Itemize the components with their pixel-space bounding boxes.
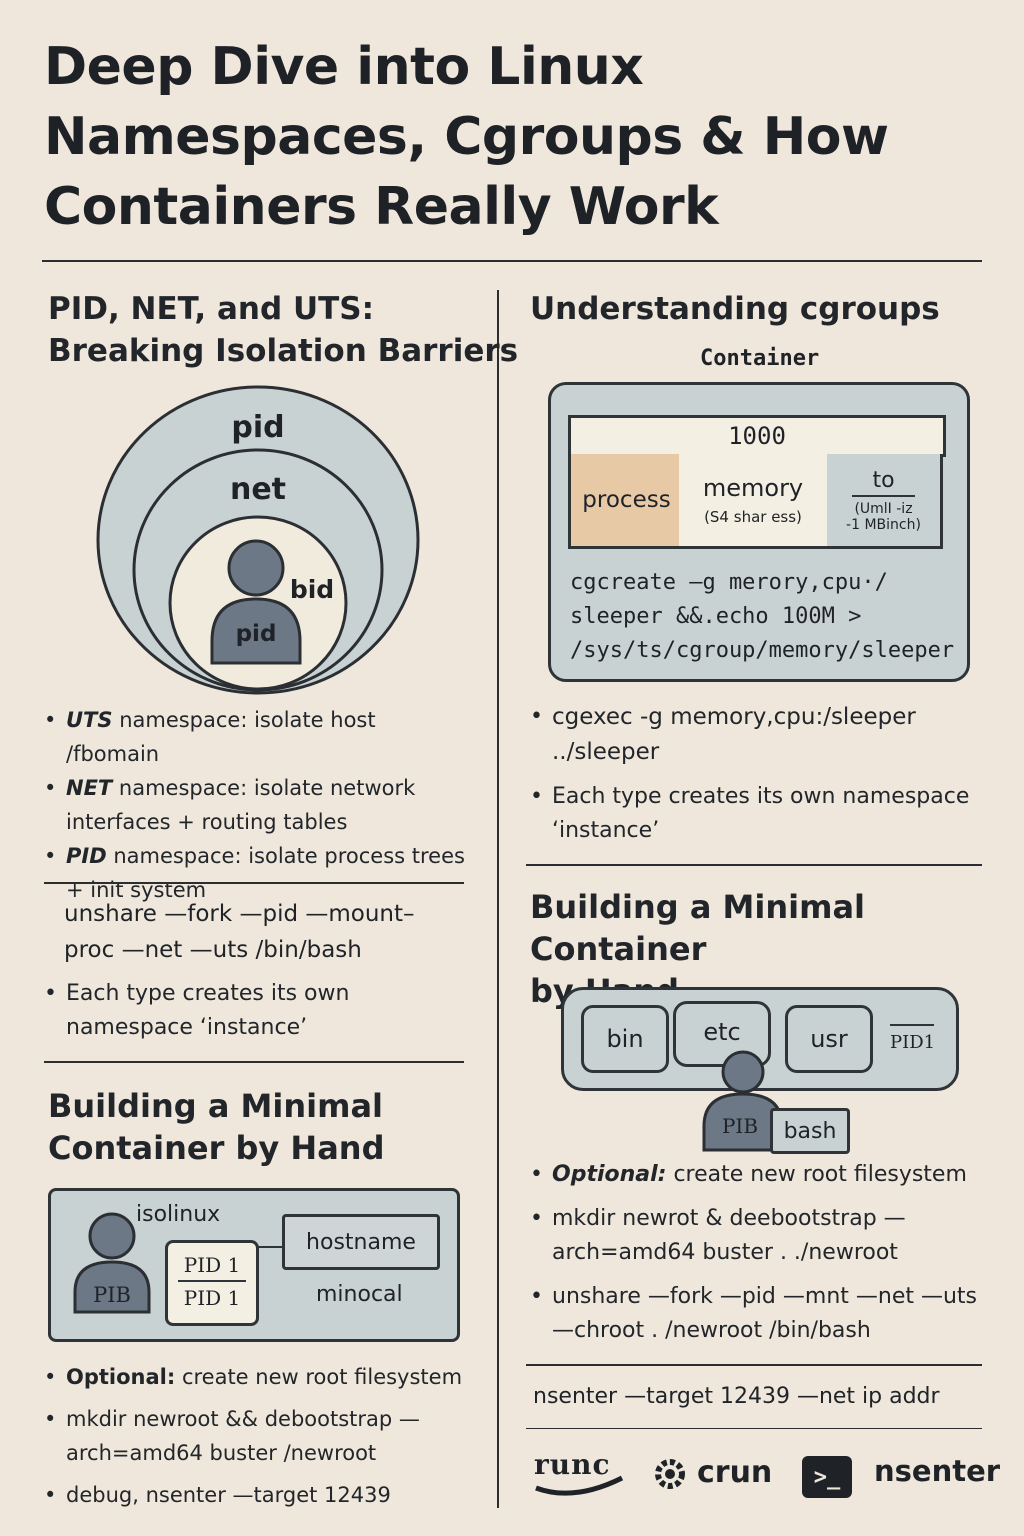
list-item: debug, nsenter —target 12439 xyxy=(44,1478,484,1512)
svg-text:PIB: PIB xyxy=(722,1114,758,1138)
pid-overline xyxy=(890,1024,934,1026)
list-item: Optional: create new root filesystem xyxy=(530,1158,980,1192)
memory-label: memory xyxy=(702,474,804,502)
cgcreate-code: cgcreate –g merory,cpu·/ sleeper &&.echo… xyxy=(570,566,960,668)
heading-line: PID, NET, and UTS: xyxy=(48,291,374,327)
list-item: Each type creates its own namespace ‘ins… xyxy=(530,780,970,848)
memory-cell: memory (S4 shar ess) xyxy=(679,454,830,549)
pid-top-label: PID 1 xyxy=(178,1253,246,1282)
code-line: sleeper &&.echo 100M > xyxy=(570,604,862,629)
label-person-pid: pid xyxy=(236,621,277,647)
label-pid: pid xyxy=(231,410,284,445)
page-title: Deep Dive into Linux Namespaces, Cgroups… xyxy=(44,37,889,237)
to-sub-label: (UmlI -iz xyxy=(854,500,913,517)
title-divider xyxy=(42,260,982,262)
namespace-note: Each type creates its own namespace ‘ins… xyxy=(44,977,474,1045)
nsenter-command: nsenter —target 12439 —net ip addr xyxy=(533,1384,940,1409)
pid-card: PID 1 PID 1 xyxy=(165,1240,259,1326)
list-item: Each type creates its own namespace ‘ins… xyxy=(44,977,474,1045)
crun-logo: crun xyxy=(697,1455,773,1490)
nsenter-logo: nsenter xyxy=(874,1454,1001,1488)
dir-usr: usr xyxy=(785,1005,873,1073)
right-minimal-container-bullets: Optional: create new root filesystem mkd… xyxy=(530,1158,980,1348)
isolinux-label: isolinux xyxy=(136,1202,221,1227)
heading-line: Breaking Isolation Barriers xyxy=(48,333,519,369)
section-heading-namespaces: PID, NET, and UTS: Breaking Isolation Ba… xyxy=(48,288,518,372)
terminal-icon: >_ xyxy=(802,1456,852,1498)
person-icon: PIB xyxy=(73,1212,151,1314)
unshare-command: unshare —fork —pid —mount–proc —net —uts… xyxy=(64,901,415,963)
list-item: mkdir newrot & deebootstrap — arch=amd64… xyxy=(530,1202,980,1270)
label-net: net xyxy=(230,472,286,507)
minimal-container-bullets: Optional: create new root filesystem mkd… xyxy=(44,1360,484,1512)
minocal-label: minocal xyxy=(316,1282,403,1307)
list-item: cgexec -g memory,cpu:/sleeper ../sleeper xyxy=(530,700,970,770)
heading-line: Building a Minimal Container xyxy=(530,888,866,968)
to-label: to xyxy=(852,468,915,497)
section-divider xyxy=(526,864,982,866)
pid-bottom-label: PID 1 xyxy=(183,1286,241,1310)
section-divider xyxy=(44,882,464,884)
list-item: Optional: create new root filesystem xyxy=(44,1360,484,1394)
list-item: NET namespace: isolate network interface… xyxy=(44,771,474,839)
memory-sub-label: (S4 shar ess) xyxy=(704,508,802,526)
process-cell: process xyxy=(568,454,685,549)
list-item: mkdir newroot && debootstrap —arch=amd64… xyxy=(44,1402,484,1470)
code-line: cgcreate –g merory,cpu·/ xyxy=(570,570,888,595)
section-heading-minimal-container: Building a Minimal Container by Hand xyxy=(48,1085,384,1169)
heading-line: Building a Minimal xyxy=(48,1087,384,1125)
list-item: unshare —fork —pid —mnt —net —uts —chroo… xyxy=(530,1280,980,1348)
cgroup-bullets: cgexec -g memory,cpu:/sleeper ../sleeper… xyxy=(530,700,970,848)
person-body xyxy=(210,597,302,665)
section-divider xyxy=(44,1061,464,1063)
swoosh-icon xyxy=(535,1475,624,1496)
list-item: UTS namespace: isolate host /fbomain xyxy=(44,703,474,771)
gear-icon xyxy=(655,1459,685,1489)
dir-bin: bin xyxy=(581,1005,669,1073)
container-label: Container xyxy=(700,346,820,371)
dir-etc: etc xyxy=(673,1001,771,1067)
runc-logo: runc xyxy=(534,1448,626,1504)
label-bid: bid xyxy=(290,575,334,604)
column-divider xyxy=(497,290,499,1508)
hostname-box: hostname xyxy=(282,1214,440,1270)
section-divider xyxy=(526,1364,982,1366)
person-icon: PIB xyxy=(702,1050,784,1152)
namespace-nesting-diagram: pid net bid pid xyxy=(96,385,420,695)
person-head xyxy=(227,539,285,597)
section-heading-cgroups: Understanding cgroups xyxy=(530,291,940,327)
section-divider xyxy=(526,1428,982,1429)
bash-box: bash xyxy=(770,1108,850,1154)
connector-line xyxy=(256,1246,284,1248)
to-sub-label: -1 MBinch) xyxy=(846,516,921,533)
cgroup-table-header: 1000 xyxy=(568,415,946,457)
code-line: /sys/ts/cgroup/memory/sleeper xyxy=(570,638,955,663)
to-cell: to (UmlI -iz -1 MBinch) xyxy=(827,454,943,549)
namespace-bullet-list: UTS namespace: isolate host /fbomain NET… xyxy=(44,703,474,907)
svg-text:PIB: PIB xyxy=(93,1283,131,1307)
heading-line: Container by Hand xyxy=(48,1129,385,1167)
pid1-label: PID1 xyxy=(890,1032,936,1053)
